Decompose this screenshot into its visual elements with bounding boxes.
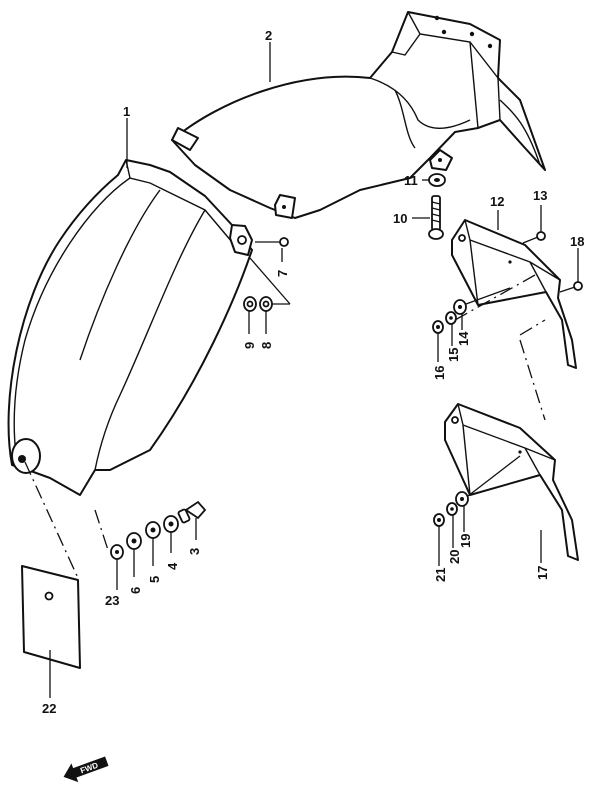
- rear-fender-main: [7, 159, 253, 496]
- callout-7: 7: [275, 270, 290, 277]
- callout-15: 15: [446, 348, 461, 362]
- callout-21: 21: [433, 568, 448, 582]
- rear-fender-upper: [171, 11, 546, 219]
- callout-13: 13: [533, 188, 547, 203]
- callout-23: 23: [105, 593, 119, 608]
- callout-2: 2: [265, 28, 272, 43]
- callout-3: 3: [187, 548, 202, 555]
- forward-arrow-icon: FWD: [63, 756, 109, 783]
- callout-5: 5: [147, 576, 162, 583]
- callout-17: 17: [535, 566, 550, 580]
- callout-9: 9: [242, 342, 257, 349]
- callout-16: 16: [432, 366, 447, 380]
- callout-22: 22: [42, 701, 56, 716]
- callout-4: 4: [165, 562, 180, 570]
- assembly-lines: [24, 274, 546, 579]
- reflector-plate: [21, 565, 81, 669]
- callout-18: 18: [570, 234, 584, 249]
- callout-6: 6: [128, 587, 143, 594]
- callout-14: 14: [456, 331, 471, 346]
- callout-8: 8: [259, 342, 274, 349]
- callout-10: 10: [393, 211, 407, 226]
- callout-11: 11: [404, 173, 418, 188]
- callout-19: 19: [458, 534, 473, 548]
- callout-1: 1: [123, 104, 130, 119]
- callout-numbers: 1 2 3 4 5 6 7 8 9 10 11 12 13 14 15 16 1…: [42, 28, 584, 716]
- forward-label: FWD: [79, 761, 99, 776]
- leader-lines: [49, 42, 579, 698]
- bracket-upper: [451, 219, 577, 369]
- callout-20: 20: [447, 550, 462, 564]
- callout-12: 12: [490, 194, 504, 209]
- hardware: [110, 173, 583, 560]
